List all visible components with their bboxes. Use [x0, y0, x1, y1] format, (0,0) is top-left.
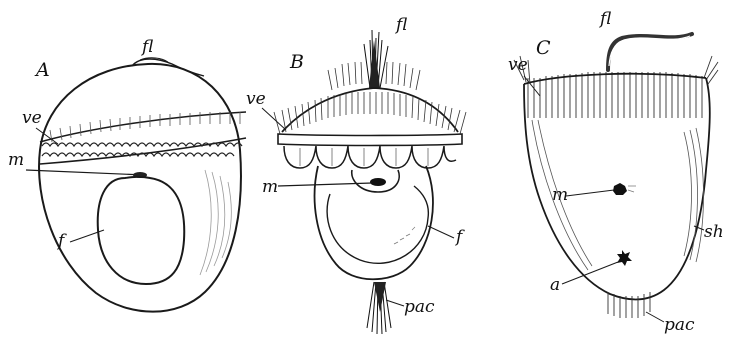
panel-c-flagellum — [608, 34, 692, 70]
panel-b-velum-band — [278, 134, 462, 146]
panel-b-f-label: f — [454, 227, 465, 247]
panel-a-ve-leader — [36, 128, 58, 144]
panel-a-fl-label: fl — [140, 37, 153, 57]
panel-c: C fl ve sh m a pac — [508, 9, 724, 335]
panel-c-posterior-cilia — [608, 292, 650, 318]
panel-c-pac-label: pac — [664, 315, 695, 335]
panel-a-inner-organ — [98, 177, 185, 284]
panel-c-label: C — [536, 37, 551, 59]
panel-c-mouth — [613, 183, 627, 195]
panel-c-velum-edge — [524, 74, 706, 84]
panel-a-ve-label: ve — [22, 108, 42, 128]
panel-b-label: B — [289, 51, 304, 73]
panel-c-sh-label: sh — [704, 222, 724, 242]
panel-c-a-label: a — [550, 275, 560, 295]
panel-c-anus — [617, 250, 632, 266]
panel-a-m-leader — [26, 170, 144, 175]
panel-c-ve-leader — [524, 76, 540, 96]
panel-b-f-leader — [428, 226, 454, 238]
panel-c-pac-leader — [646, 312, 664, 322]
panel-b-mouth — [370, 178, 386, 186]
panel-c-ve-label: ve — [508, 55, 528, 75]
panel-c-m-leader — [566, 190, 614, 196]
panel-a: A fl ve m f — [8, 37, 246, 312]
panel-b-velum-cilia — [274, 92, 466, 134]
panel-b-pac-leader — [386, 300, 404, 306]
panel-c-m-label: m — [552, 185, 568, 205]
panel-c-fl-label: fl — [598, 9, 611, 29]
panel-b-inner-organ — [327, 186, 428, 263]
panel-b-pac-label: pac — [404, 297, 435, 317]
panel-a-velum — [40, 112, 246, 164]
panel-a-body-outline — [39, 64, 241, 312]
panel-b-ve-label: ve — [246, 89, 266, 109]
panel-b-fl-label: fl — [394, 15, 407, 35]
panel-a-f-label: f — [56, 231, 67, 251]
panel-b: B fl ve m f pac — [246, 15, 466, 334]
panel-b-m-label: m — [262, 177, 278, 197]
panel-a-label: A — [34, 59, 50, 81]
panel-a-m-label: m — [8, 150, 24, 170]
panel-b-velum-cells — [284, 146, 456, 168]
